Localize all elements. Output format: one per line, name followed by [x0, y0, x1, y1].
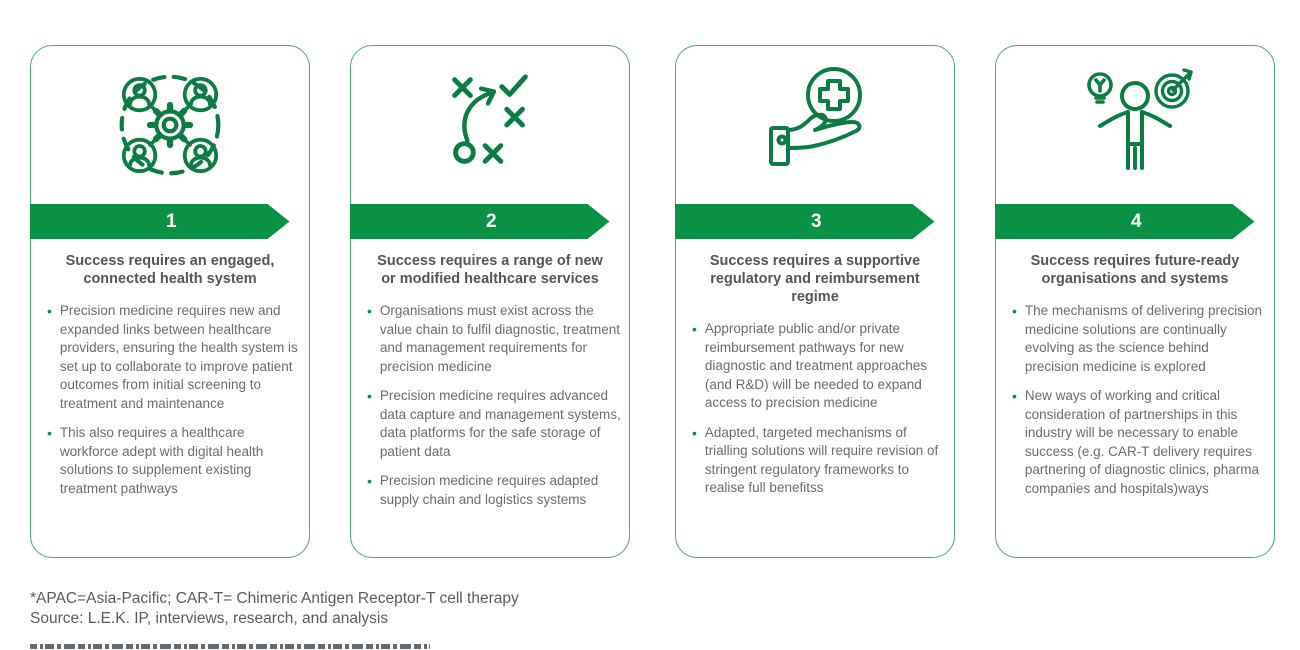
- step-banner-4: 4: [994, 204, 1255, 239]
- footnote-source: Source: L.E.K. IP, interviews, research,…: [30, 609, 389, 627]
- bullet-dot-icon: •: [47, 425, 52, 441]
- step-number: 1: [165, 210, 178, 232]
- footnote: *APAC=Asia-Pacific; CAR-T= Chimeric Anti…: [30, 589, 519, 628]
- bullet-text: This also requires a healthcare workforc…: [59, 425, 264, 496]
- person-idea-target-icon: [996, 46, 1274, 204]
- card-title: Success requires a supportive regulatory…: [709, 253, 921, 305]
- bullet-item: • This also requires a healthcare workfo…: [47, 424, 301, 498]
- bullet-text: The mechanisms of delivering precision m…: [1024, 303, 1263, 374]
- bullet-dot-icon: •: [1012, 388, 1017, 404]
- step-number: 4: [1130, 210, 1143, 232]
- bullet-text: Precision medicine requires advanced dat…: [379, 388, 621, 459]
- step-banner-1: 1: [29, 204, 290, 239]
- card-title: Success requires an engaged, connected h…: [65, 253, 275, 287]
- step-number: 3: [810, 210, 823, 232]
- bullet-list: • The mechanisms of delivering precision…: [1012, 302, 1266, 498]
- bullet-text: Organisations must exist across the valu…: [379, 303, 621, 374]
- card-title: Success requires a range of new or modif…: [377, 253, 603, 287]
- bullet-text: Adapted, targeted mechanisms of triallin…: [704, 424, 939, 496]
- bullet-item: • Precision medicine requires new and ex…: [47, 302, 301, 413]
- footnote-abbreviations: *APAC=Asia-Pacific; CAR-T= Chimeric Anti…: [30, 590, 519, 607]
- bullet-dot-icon: •: [367, 303, 372, 319]
- bullet-item: • Adapted, targeted mechanisms of triall…: [692, 424, 946, 498]
- bullet-text: New ways of working and critical conside…: [1024, 388, 1260, 496]
- card-title: Success requires future-ready organisati…: [1030, 253, 1240, 287]
- bullet-dot-icon: •: [692, 424, 697, 441]
- bullet-list: • Precision medicine requires new and ex…: [47, 302, 301, 498]
- bullet-dot-icon: •: [367, 473, 372, 489]
- bullet-item: • The mechanisms of delivering precision…: [1012, 302, 1266, 376]
- bullet-item: • Organisations must exist across the va…: [367, 302, 621, 376]
- bullet-item: • Precision medicine requires advanced d…: [367, 387, 621, 461]
- bullet-item: • Precision medicine requires adapted su…: [367, 472, 621, 509]
- step-banner-3: 3: [674, 204, 935, 239]
- step-banner-2: 2: [349, 204, 610, 239]
- bullet-dot-icon: •: [1012, 303, 1017, 319]
- card-engaged-health-system: 1 Success requires an engaged, connected…: [29, 45, 310, 558]
- strategy-plan-icon: [351, 46, 629, 204]
- card-regulatory-reimbursement: 3 Success requires a supportive regulato…: [674, 45, 955, 558]
- bullet-item: • New ways of working and critical consi…: [1012, 387, 1266, 498]
- card-future-ready-organisations: 4 Success requires future-ready organisa…: [994, 45, 1275, 558]
- bullet-dot-icon: •: [367, 388, 372, 404]
- bullet-text: Precision medicine requires new and expa…: [59, 303, 298, 411]
- card-healthcare-services: 2 Success requires a range of new or mod…: [349, 45, 630, 558]
- bullet-list: • Appropriate public and/or private reim…: [692, 320, 946, 498]
- bullet-text: Precision medicine requires adapted supp…: [379, 473, 599, 507]
- cropped-text-artifact: [30, 644, 430, 649]
- hand-offering-medical-cross-icon: [676, 46, 954, 204]
- bullet-dot-icon: •: [47, 303, 52, 319]
- bullet-list: • Organisations must exist across the va…: [367, 302, 621, 509]
- step-number: 2: [485, 210, 498, 232]
- bullet-item: • Appropriate public and/or private reim…: [692, 320, 946, 413]
- bullet-text: Appropriate public and/or private reimbu…: [704, 321, 928, 410]
- bullet-dot-icon: •: [692, 321, 697, 337]
- network-collaboration-icon: [31, 46, 309, 204]
